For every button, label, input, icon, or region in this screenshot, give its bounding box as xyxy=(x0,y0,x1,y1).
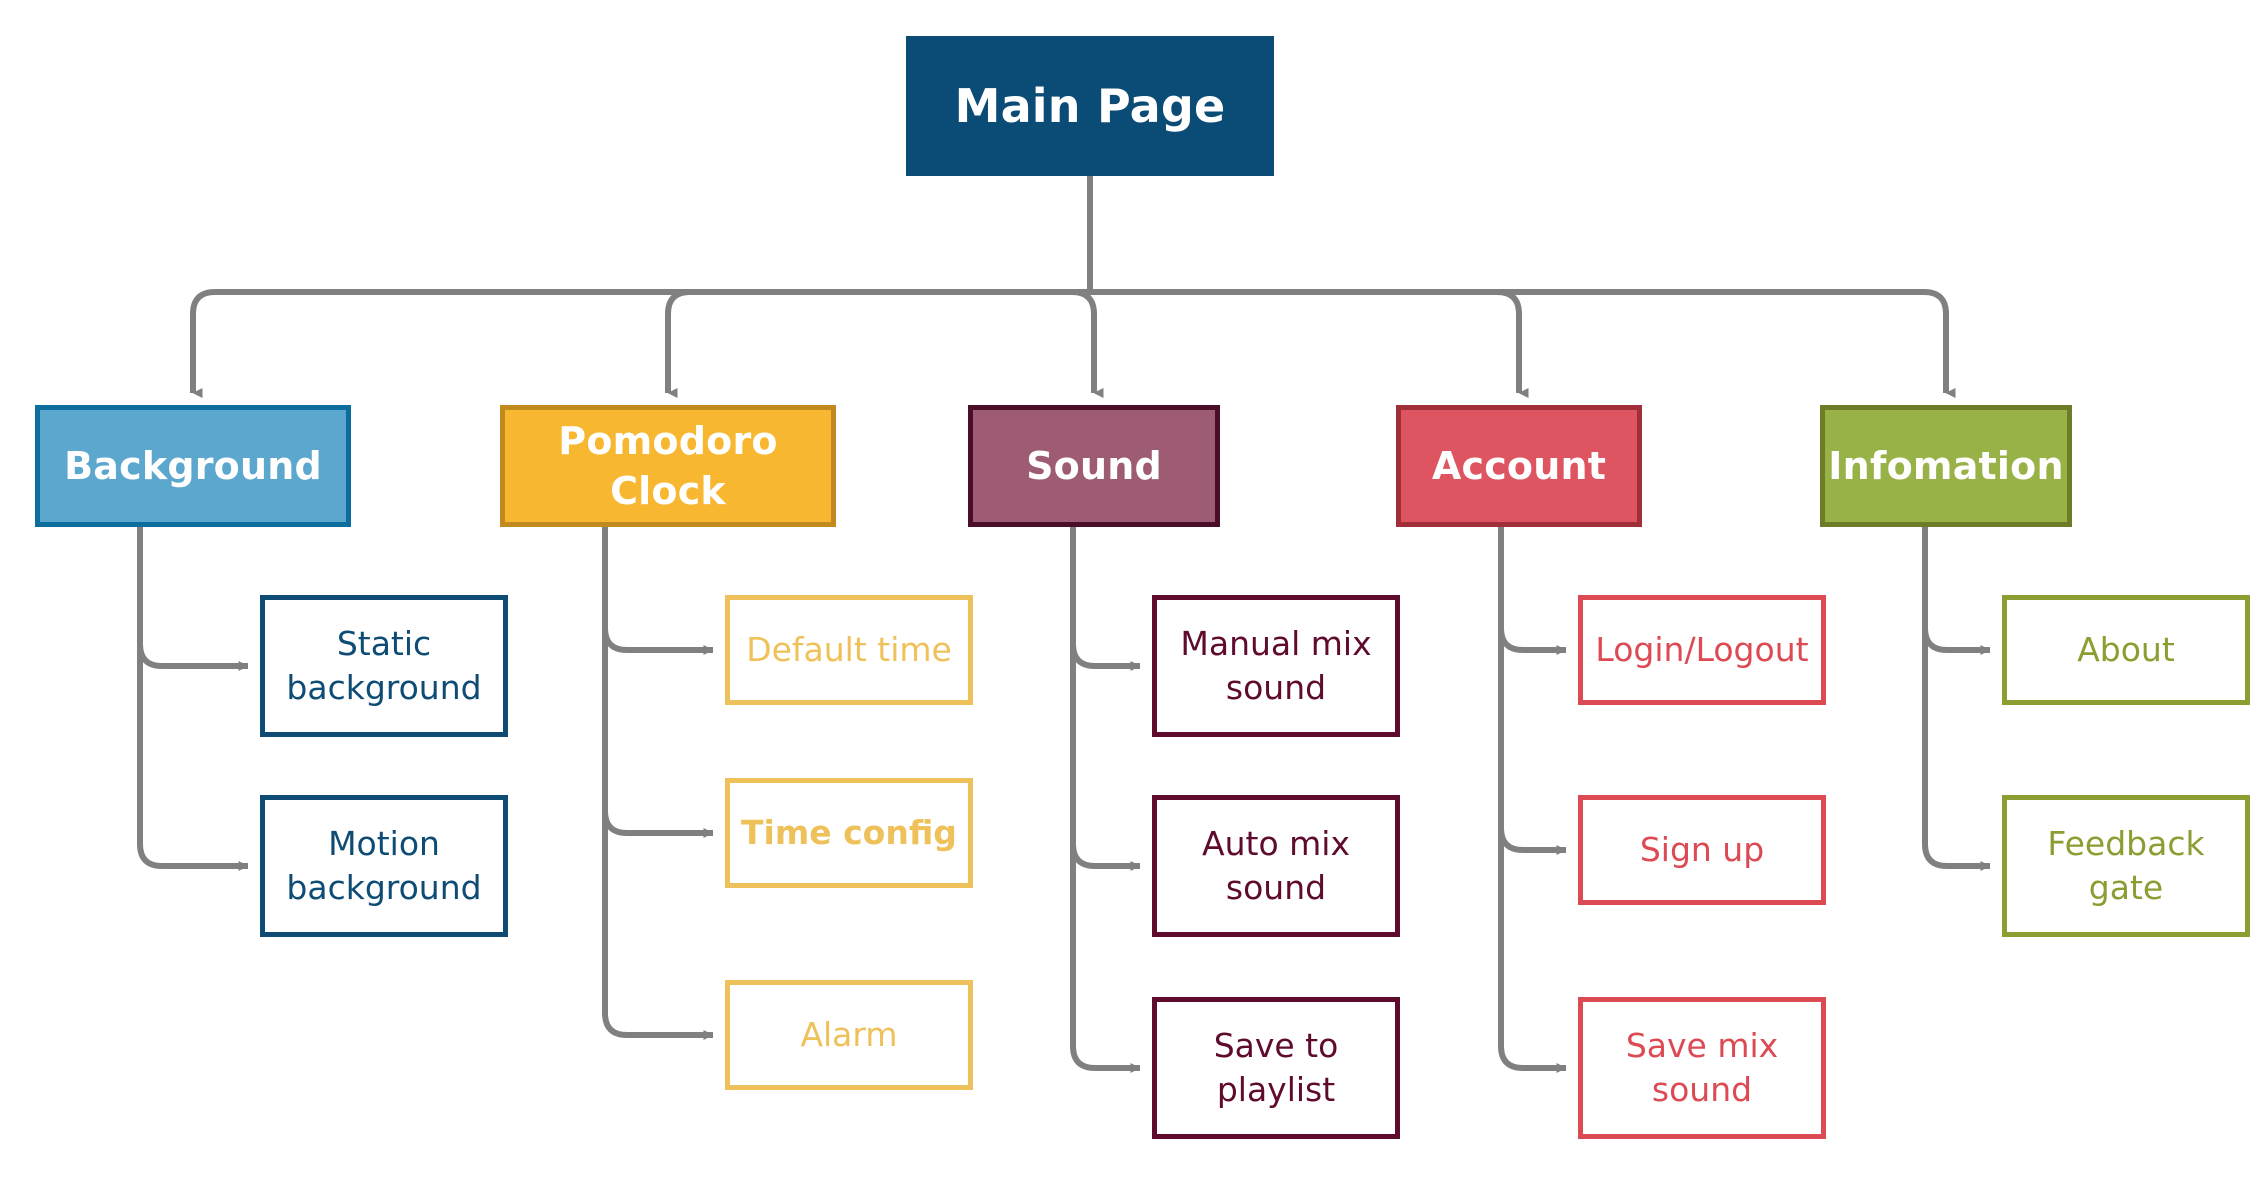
node-account-sign-up[interactable]: Sign up xyxy=(1578,795,1826,905)
node-pomodoro-clock[interactable]: Pomodoro Clock xyxy=(500,405,836,527)
node-background-static-background[interactable]: Static background xyxy=(260,595,508,737)
node-account-label: Account xyxy=(1431,443,1607,488)
node-account-login-logout-label: Login/Logout xyxy=(1595,630,1809,670)
connector xyxy=(1090,289,1529,398)
node-pomodoro-clock-label: Pomodoro Clock xyxy=(558,418,778,513)
node-sound-label: Sound xyxy=(1026,443,1162,488)
node-sound-save-to-playlist-label: Save to playlist xyxy=(1213,1026,1339,1109)
node-account-sign-up-label: Sign up xyxy=(1639,830,1765,870)
node-pomodoro-clock-time-config[interactable]: Time config xyxy=(725,778,973,888)
node-background-static-background-label: Static background xyxy=(286,624,482,707)
node-sound-save-to-playlist[interactable]: Save to playlist xyxy=(1152,997,1400,1139)
node-infomation-label: Infomation xyxy=(1828,443,2064,488)
node-pomodoro-clock-time-config-label: Time config xyxy=(741,813,957,853)
node-infomation-about-label: About xyxy=(2077,630,2175,670)
connector xyxy=(1070,527,1141,1073)
node-account-save-mix-sound[interactable]: Save mix sound xyxy=(1578,997,1826,1139)
node-main-page[interactable]: Main Page xyxy=(906,36,1274,176)
node-pomodoro-clock-default-time-label: Default time xyxy=(746,630,952,670)
node-pomodoro-clock-alarm-label: Alarm xyxy=(800,1015,898,1055)
node-background-label: Background xyxy=(64,443,322,488)
node-infomation[interactable]: Infomation xyxy=(1820,405,2072,527)
node-infomation-about[interactable]: About xyxy=(2002,595,2250,705)
node-sound-manual-mix-sound[interactable]: Manual mix sound xyxy=(1152,595,1400,737)
connector xyxy=(190,289,1090,398)
connector xyxy=(602,527,714,1040)
node-sound-auto-mix-sound[interactable]: Auto mix sound xyxy=(1152,795,1400,937)
connector xyxy=(1498,527,1567,1073)
connector xyxy=(1922,527,1991,871)
connector xyxy=(137,527,249,671)
node-pomodoro-clock-default-time[interactable]: Default time xyxy=(725,595,973,705)
node-main-page-label: Main Page xyxy=(954,78,1226,133)
connector xyxy=(1070,527,1141,871)
node-sound-auto-mix-sound-label: Auto mix sound xyxy=(1202,824,1350,907)
connector xyxy=(1498,527,1567,655)
node-sound[interactable]: Sound xyxy=(968,405,1220,527)
connector xyxy=(1069,289,1104,398)
connector xyxy=(1090,289,1956,398)
connector xyxy=(1070,527,1141,671)
node-infomation-feedback-gate-label: Feedback gate xyxy=(2047,824,2205,907)
connector xyxy=(1498,527,1567,855)
connector xyxy=(1922,527,1991,655)
connector xyxy=(137,527,249,871)
node-account-save-mix-sound-label: Save mix sound xyxy=(1625,1026,1779,1109)
node-account-login-logout[interactable]: Login/Logout xyxy=(1578,595,1826,705)
node-sound-manual-mix-sound-label: Manual mix sound xyxy=(1180,624,1372,707)
node-background-motion-background-label: Motion background xyxy=(286,824,482,907)
node-background-motion-background[interactable]: Motion background xyxy=(260,795,508,937)
node-infomation-feedback-gate[interactable]: Feedback gate xyxy=(2002,795,2250,937)
node-background[interactable]: Background xyxy=(35,405,351,527)
node-pomodoro-clock-alarm[interactable]: Alarm xyxy=(725,980,973,1090)
node-account[interactable]: Account xyxy=(1396,405,1642,527)
connector xyxy=(602,527,714,655)
connector xyxy=(602,527,714,838)
connector xyxy=(665,289,1090,398)
